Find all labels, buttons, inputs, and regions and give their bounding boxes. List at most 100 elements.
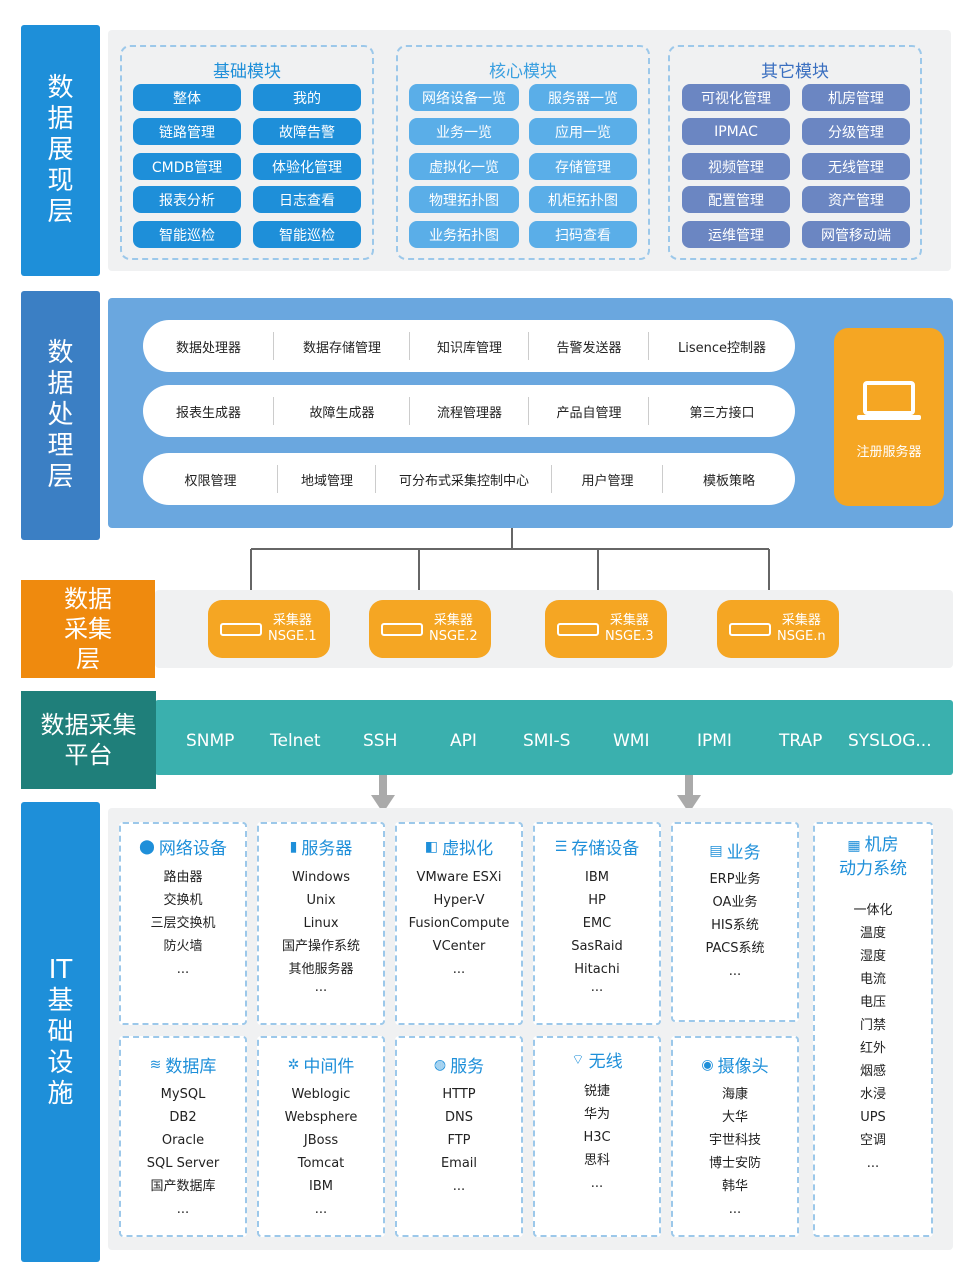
infra-group-database: ≋数据库 MySQL DB2 Oracle SQL Server 国产数据库 .… — [119, 1036, 247, 1237]
protocol-label: SSH — [363, 731, 398, 751]
module-button[interactable]: IPMAC — [682, 118, 790, 145]
other-module-group: 其它模块 — [668, 45, 922, 260]
infra-item: EMC — [582, 916, 612, 931]
infra-item: DB2 — [169, 1110, 197, 1125]
module-button[interactable]: CMDB管理 — [133, 153, 241, 180]
infra-item: ... — [452, 1179, 466, 1194]
processing-component: 可分布式采集控制中心 — [376, 453, 552, 505]
module-button[interactable]: 应用一览 — [529, 118, 637, 145]
layer-label-platform: 数据采集平台 — [21, 691, 156, 789]
infra-item: PACS系统 — [705, 941, 765, 956]
infra-item: 思科 — [583, 1153, 610, 1168]
infra-item: 温度 — [859, 926, 886, 941]
network-icon: ⬤ — [139, 838, 155, 855]
collector-label: 采集器 — [433, 613, 473, 628]
collector-device-icon — [381, 622, 423, 636]
module-button[interactable]: 分级管理 — [802, 118, 910, 145]
infra-title: 服务 — [450, 1057, 485, 1077]
processing-component: 故障生成器 — [274, 385, 410, 437]
infra-item: 红外 — [859, 1041, 886, 1056]
collector-label: 采集器 — [781, 613, 821, 628]
infra-title: 数据库 — [165, 1057, 217, 1077]
processing-component: 模板策略 — [702, 473, 755, 489]
basic-module-group: 基础模块 — [120, 45, 374, 260]
infra-item: Websphere — [284, 1110, 358, 1125]
collector-connector-lines — [250, 528, 770, 590]
infra-item: HIS系统 — [711, 918, 759, 933]
processing-component: 告警发送器 — [529, 320, 649, 372]
processing-component: 权限管理 — [143, 453, 278, 505]
module-button[interactable]: 机柜拓扑图 — [529, 186, 637, 213]
infra-item: 韩华 — [721, 1179, 748, 1194]
infra-item: 锐捷 — [583, 1084, 610, 1099]
infra-item: ... — [866, 1156, 880, 1171]
infra-item: JBoss — [303, 1133, 339, 1148]
module-button[interactable]: 扫码查看 — [529, 221, 637, 248]
module-button[interactable]: 资产管理 — [802, 186, 910, 213]
module-button[interactable]: 配置管理 — [682, 186, 790, 213]
module-button[interactable]: 网管移动端 — [802, 221, 910, 248]
infra-group-storage: ☰存储设备 IBM HP EMC SasRaid Hitachi ... — [533, 822, 661, 1025]
module-button[interactable]: 智能巡检 — [133, 221, 241, 248]
infra-item: ... — [728, 1202, 742, 1217]
business-icon: ▤ — [709, 842, 723, 859]
infra-item: 宇世科技 — [708, 1133, 761, 1148]
infra-item: SasRaid — [571, 939, 623, 954]
module-button[interactable]: 体验化管理 — [253, 153, 361, 180]
infra-item: ... — [728, 964, 742, 979]
register-server-box[interactable]: 注册服务器 — [834, 328, 944, 506]
infra-item: 三层交换机 — [150, 916, 216, 931]
collector-label: 采集器 — [609, 613, 649, 628]
module-button[interactable]: 故障告警 — [253, 118, 361, 145]
module-button[interactable]: 日志查看 — [253, 186, 361, 213]
module-button[interactable]: 业务拓扑图 — [409, 221, 519, 248]
processing-component: 用户管理 — [552, 453, 663, 505]
layer-label-processing: 数据处理层 — [21, 291, 100, 540]
collector-name: NSGE.3 — [605, 629, 654, 644]
collector-device-icon — [557, 622, 599, 636]
module-button[interactable]: 整体 — [133, 84, 241, 111]
virtualization-icon: ◧ — [424, 838, 439, 855]
module-button[interactable]: 视频管理 — [682, 153, 790, 180]
module-button[interactable]: 智能巡检 — [253, 221, 361, 248]
infra-group-camera: ◉摄像头 海康 大华 宇世科技 博士安防 韩华 ... — [671, 1036, 799, 1237]
infra-item: 海康 — [721, 1087, 748, 1102]
protocol-label: TRAP — [779, 731, 823, 751]
infra-title: 摄像头 — [717, 1057, 769, 1077]
infra-item: Hyper-V — [433, 893, 485, 908]
infra-item: MySQL — [160, 1087, 206, 1102]
module-button[interactable]: 物理拓扑图 — [409, 186, 519, 213]
collector-name: NSGE.n — [777, 629, 826, 644]
infra-group-machine-room: ▦机房 动力系统 一体化 温度 湿度 电流 电压 门禁 红外 烟感 水浸 UPS… — [813, 822, 933, 1237]
infra-title: 虚拟化 — [442, 839, 494, 859]
infra-title: 业务 — [726, 843, 761, 863]
infra-item: HP — [588, 893, 606, 908]
module-button[interactable]: 运维管理 — [682, 221, 790, 248]
module-button[interactable]: 链路管理 — [133, 118, 241, 145]
protocol-label: WMI — [613, 731, 650, 751]
module-button[interactable]: 可视化管理 — [682, 84, 790, 111]
module-button[interactable]: 虚拟化一览 — [409, 153, 519, 180]
module-button[interactable]: 存储管理 — [529, 153, 637, 180]
processing-row: 权限管理 地域管理 可分布式采集控制中心 用户管理 模板策略 — [143, 453, 795, 505]
protocol-label: API — [450, 731, 477, 751]
module-button[interactable]: 机房管理 — [802, 84, 910, 111]
machine-room-icon: ▦ — [847, 838, 861, 854]
module-button[interactable]: 无线管理 — [802, 153, 910, 180]
module-button[interactable]: 我的 — [253, 84, 361, 111]
module-button[interactable]: 网络设备一览 — [409, 84, 519, 111]
infra-title: 服务器 — [301, 839, 353, 859]
module-button[interactable]: 服务器一览 — [529, 84, 637, 111]
infra-item: Weblogic — [291, 1087, 351, 1102]
module-button[interactable]: 业务一览 — [409, 118, 519, 145]
processing-component: 数据存储管理 — [274, 320, 410, 372]
infra-item: H3C — [583, 1130, 611, 1145]
infra-item: 华为 — [583, 1107, 610, 1122]
infra-item: 防火墙 — [163, 939, 203, 954]
infra-item: 国产数据库 — [150, 1179, 216, 1194]
module-button[interactable]: 报表分析 — [133, 186, 241, 213]
